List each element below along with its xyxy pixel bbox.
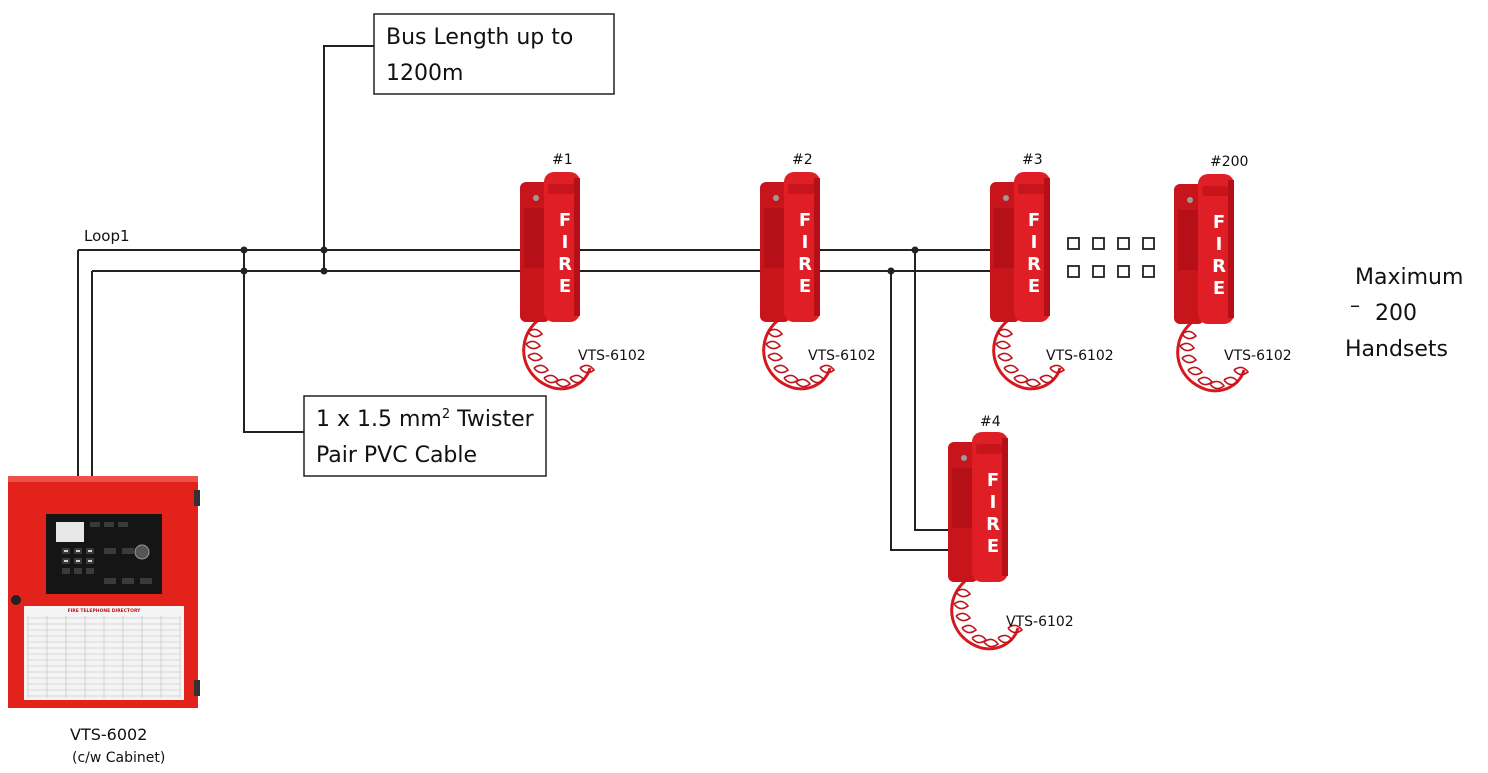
- bus-length-callout: Bus Length up to 1200m: [373, 13, 615, 95]
- bus-length-line2: 1200m: [386, 61, 463, 86]
- cable-line1: 1 x 1.5 mm2 Twister: [316, 407, 535, 432]
- handset-number: #1: [552, 152, 573, 168]
- handset-model: VTS-6102: [1006, 614, 1074, 630]
- handset-model: VTS-6102: [1046, 348, 1114, 364]
- bus-length-leader: [323, 45, 374, 271]
- handset-model: VTS-6102: [1224, 348, 1292, 364]
- handset-model: VTS-6102: [578, 348, 646, 364]
- directory-header: FIRE TELEPHONE DIRECTORY: [68, 608, 142, 614]
- max-note-line3: Handsets: [1345, 337, 1448, 362]
- handset-number: #4: [980, 414, 1001, 430]
- max-note-line2: 200: [1375, 301, 1417, 326]
- max-note-dash: –: [1350, 293, 1360, 317]
- bus-length-line1: Bus Length up to: [386, 25, 573, 50]
- controller-cabinet: FIRE TELEPHONE DIRECTORY: [8, 476, 200, 708]
- handset-number: #200: [1210, 154, 1248, 170]
- handset-number: #2: [792, 152, 813, 168]
- continuation-indicator: [1067, 237, 1155, 278]
- handset-model: VTS-6102: [808, 348, 876, 364]
- handset-number: #3: [1022, 152, 1043, 168]
- cable-callout: 1 x 1.5 mm2 Twister Pair PVC Cable: [303, 395, 547, 477]
- branch-wire-a: [914, 250, 952, 531]
- loop-label: Loop1: [84, 227, 130, 245]
- controller-note: (c/w Cabinet): [72, 750, 165, 766]
- cable-leader: [243, 250, 304, 433]
- cable-line2: Pair PVC Cable: [316, 443, 477, 468]
- controller-model: VTS-6002: [70, 725, 147, 744]
- max-note-line1: Maximum: [1355, 265, 1463, 290]
- max-handsets-note: Maximum 200 Handsets –: [1345, 265, 1463, 362]
- branch-wire-b: [890, 271, 952, 551]
